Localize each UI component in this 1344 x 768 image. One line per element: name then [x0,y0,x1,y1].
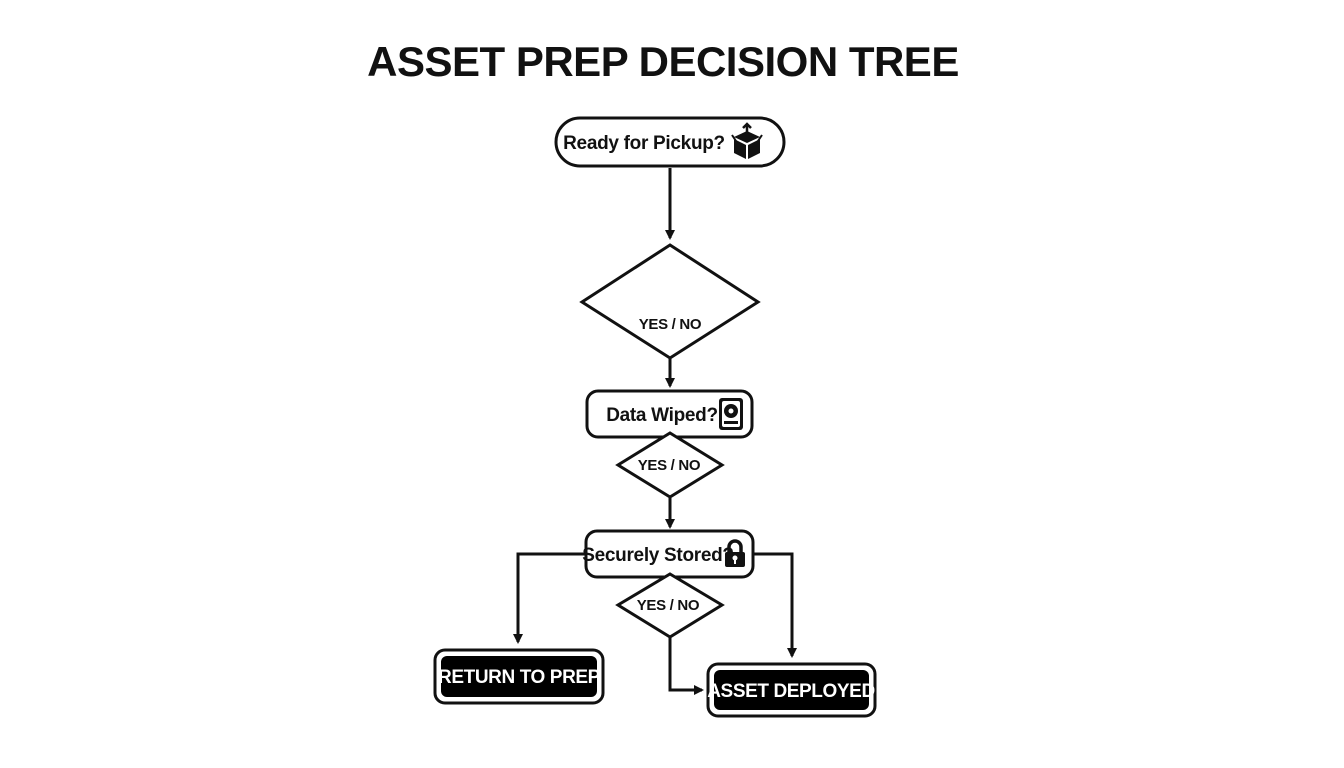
decision-2-label: YES / NO [638,457,701,474]
decision-2-shape [615,431,725,499]
node-ready-for-pickup: Ready for Pickup? [554,116,786,168]
decision-1-label: YES / NO [639,316,702,333]
box-icon [731,122,763,159]
terminal-return-fill [441,656,597,697]
connector-stored-to-return [513,552,586,644]
node-securely-stored: Securely Stored? [582,529,755,579]
connectors [513,168,797,695]
node-data-wiped: Data Wiped? [585,389,754,439]
decision-1-shape [579,243,761,360]
node-stored-label: Securely Stored? [582,545,733,566]
decision-3-shape [615,572,725,639]
node-pickup-label: Ready for Pickup? [563,133,725,154]
decision-1: YES / NO [579,243,761,360]
lock-icon [725,539,745,567]
diagram-title: ASSET PREP DECISION TREE [367,38,959,85]
connector-stored-to-deployed [753,552,797,658]
node-pickup-shape [554,116,786,168]
node-wiped-label: Data Wiped? [606,405,718,426]
decision-3: YES / NO [615,572,725,639]
terminal-deployed-fill [714,670,869,710]
terminal-deployed-label: ASSET DEPLOYED [707,681,875,702]
terminal-asset-deployed: ASSET DEPLOYED [706,662,877,718]
decision-2: YES / NO [615,431,725,499]
hard-drive-icon [719,398,743,430]
decision-3-label: YES / NO [637,597,700,614]
connector-decision3-to-deployed [668,637,704,695]
terminal-return-to-prep: RETURN TO PREP [433,648,605,705]
terminal-return-label: RETURN TO PREP [438,667,601,688]
